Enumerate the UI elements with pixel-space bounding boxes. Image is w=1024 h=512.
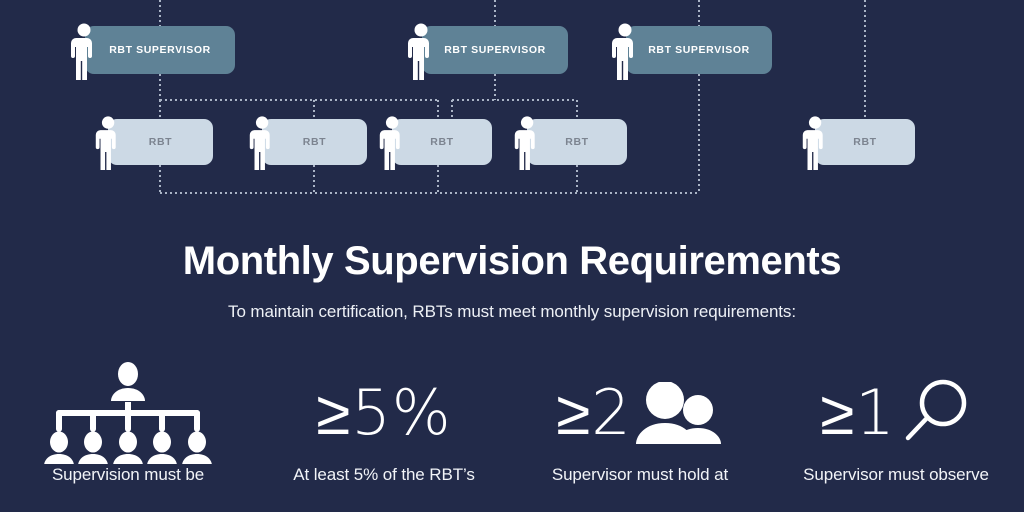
requirement-value-4: ≥1 <box>820 376 896 449</box>
page-subtitle: To maintain certification, RBTs must mee… <box>228 302 796 321</box>
percent-icon: ≥5% <box>316 376 452 449</box>
node-label: RBT <box>853 136 877 148</box>
node-rbt-5[interactable]: RBT <box>802 116 915 173</box>
requirement-value-3: ≥2 <box>556 376 632 449</box>
org-hierarchy-icon <box>44 362 212 464</box>
node-label: RBT <box>430 136 454 148</box>
requirement-item-2: ≥5% At least 5% of the RBT’s <box>256 362 512 512</box>
requirement-icon-3: ≥2 <box>556 362 723 464</box>
person-glyph <box>249 116 270 173</box>
node-rbt-1[interactable]: RBT <box>95 116 213 173</box>
node-label: RBT SUPERVISOR <box>648 44 750 56</box>
node-label: RBT SUPERVISOR <box>109 44 211 56</box>
requirement-icon-4: ≥1 <box>820 362 971 464</box>
org-chart: RBT SUPERVISOR RBT SUPERVISOR RBT SUPERV… <box>0 0 1024 215</box>
node-rbt-supervisor-3[interactable]: RBT SUPERVISOR <box>612 23 772 83</box>
person-glyph <box>612 23 633 83</box>
person-icon <box>612 22 642 83</box>
node-rbt-4[interactable]: RBT <box>514 116 627 173</box>
person-icon <box>249 115 279 173</box>
node-label: RBT <box>148 136 173 148</box>
person-icon <box>379 115 409 173</box>
person-glyph <box>408 23 429 83</box>
node-rbt-3[interactable]: RBT <box>379 116 492 173</box>
requirement-icon-2: ≥5% <box>316 362 451 464</box>
node-rbt-supervisor-2[interactable]: RBT SUPERVISOR <box>408 23 568 83</box>
requirements-row: Supervision must be ≥5% At least 5% of t… <box>0 362 1024 512</box>
requirement-item-4: ≥1 Supervisor must observe <box>768 362 1024 512</box>
node-label: RBT <box>302 136 327 148</box>
requirement-caption-3: Supervisor must hold at <box>551 465 729 484</box>
heading-block: Monthly Supervision Requirements To main… <box>0 240 1024 322</box>
requirement-item-3: ≥2 Supervisor must hold at <box>512 362 768 512</box>
person-glyph <box>514 116 535 173</box>
person-icon <box>71 22 101 83</box>
person-glyph <box>95 116 116 173</box>
requirement-caption-1: Supervision must be <box>51 465 205 484</box>
two-people-icon <box>635 382 721 444</box>
requirement-icon-1 <box>40 362 216 464</box>
person-icon <box>802 115 832 173</box>
requirement-caption-4: Supervisor must observe <box>803 465 989 484</box>
person-icon <box>95 115 125 173</box>
person-glyph <box>71 23 92 83</box>
requirement-caption-2: At least 5% of the RBT’s <box>293 465 475 484</box>
node-label: RBT <box>565 136 589 148</box>
magnifier-icon <box>905 379 966 441</box>
requirement-item-1: Supervision must be <box>0 362 256 512</box>
org-chart-connectors <box>159 0 866 194</box>
node-rbt-supervisor-1[interactable]: RBT SUPERVISOR <box>71 23 235 83</box>
node-rbt-2[interactable]: RBT <box>249 116 367 173</box>
node-label: RBT SUPERVISOR <box>444 44 546 56</box>
person-icon <box>514 115 544 173</box>
person-icon <box>408 22 438 83</box>
person-glyph <box>802 116 823 173</box>
page-title: Monthly Supervision Requirements <box>182 239 842 283</box>
person-glyph <box>379 116 400 173</box>
